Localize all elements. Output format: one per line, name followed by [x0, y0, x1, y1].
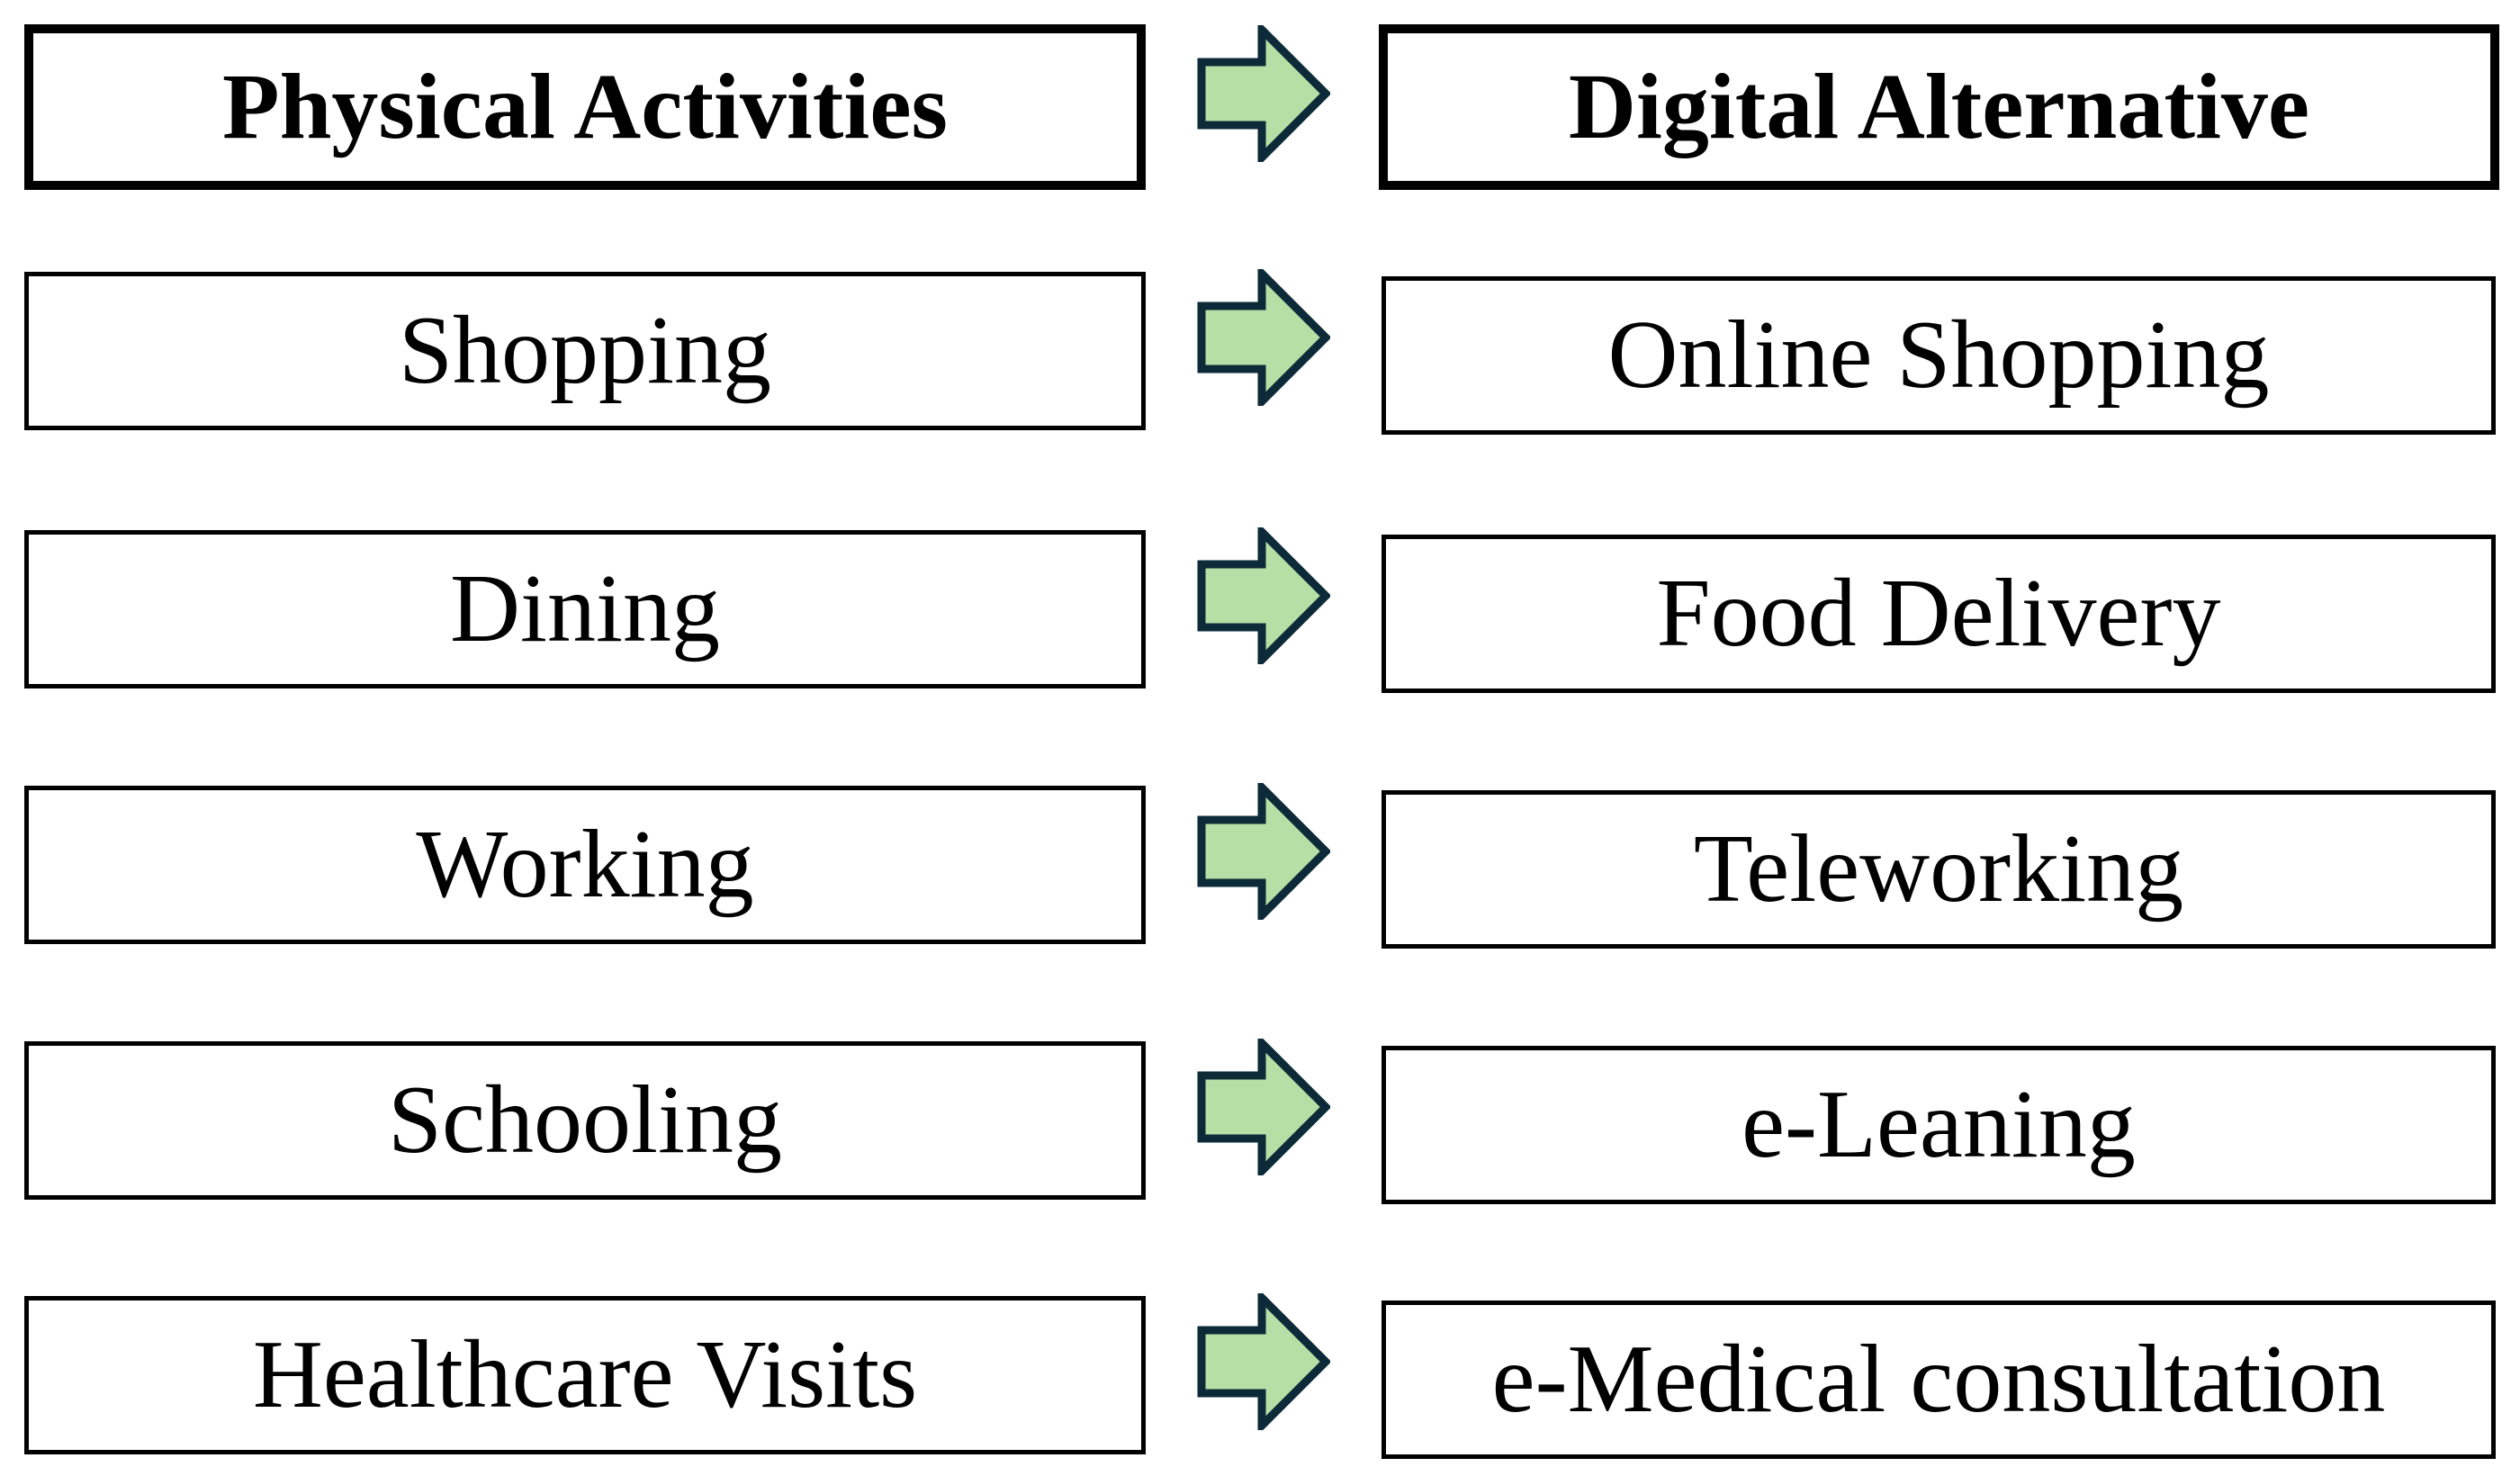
digital-alternative-box: Teleworking — [1382, 790, 2496, 949]
right-block-arrow-icon — [1197, 1039, 1330, 1175]
digital-alternative-box: Food Delivery — [1382, 535, 2496, 693]
physical-activities-header-label: Physical Activities — [222, 55, 948, 158]
right-block-arrow-icon — [1197, 25, 1330, 162]
physical-activity-label: Schooling — [387, 1066, 782, 1174]
arrow-cell — [1146, 783, 1382, 944]
physical-activity-box: Dining — [24, 530, 1146, 688]
right-block-arrow-icon — [1197, 269, 1330, 406]
header-arrow-cell — [1146, 24, 1382, 190]
activities-mapping-diagram: Physical Activities Digital Alternative … — [0, 24, 2520, 1476]
physical-activity-label: Working — [416, 811, 754, 918]
physical-activity-box: Shopping — [24, 272, 1146, 430]
right-block-arrow-icon — [1197, 527, 1330, 664]
row-working: Working Teleworking — [0, 783, 2520, 949]
row-schooling: Schooling e-Leaning — [0, 1039, 2520, 1204]
digital-alternative-header-label: Digital Alternative — [1568, 55, 2310, 158]
header-row: Physical Activities Digital Alternative — [0, 24, 2520, 190]
digital-alternative-label: Food Delivery — [1656, 560, 2221, 667]
digital-alternative-box: e-Medical consultation — [1382, 1300, 2496, 1459]
physical-activity-box: Working — [24, 786, 1146, 944]
physical-activity-label: Dining — [449, 555, 720, 662]
physical-activity-label: Healthcare Visits — [252, 1321, 918, 1428]
physical-activity-box: Healthcare Visits — [24, 1296, 1146, 1454]
right-block-arrow-icon — [1197, 783, 1330, 920]
arrow-cell — [1146, 527, 1382, 688]
row-healthcare-visits: Healthcare Visits e-Medical consultation — [0, 1293, 2520, 1459]
digital-alternative-label: e-Medical consultation — [1491, 1326, 2386, 1433]
digital-alternative-box: e-Leaning — [1382, 1046, 2496, 1204]
arrow-cell — [1146, 269, 1382, 430]
arrow-cell — [1146, 1039, 1382, 1200]
physical-activity-label: Shopping — [398, 297, 772, 404]
right-block-arrow-icon — [1197, 1293, 1330, 1430]
digital-alternative-header-box: Digital Alternative — [1379, 24, 2499, 190]
physical-activity-box: Schooling — [24, 1041, 1146, 1200]
digital-alternative-label: Teleworking — [1693, 815, 2184, 922]
arrow-cell — [1146, 1293, 1382, 1454]
row-dining: Dining Food Delivery — [0, 527, 2520, 693]
digital-alternative-box: Online Shopping — [1382, 276, 2496, 435]
row-shopping: Shopping Online Shopping — [0, 269, 2520, 435]
digital-alternative-label: Online Shopping — [1607, 302, 2270, 409]
physical-activities-header-box: Physical Activities — [24, 24, 1146, 190]
digital-alternative-label: e-Leaning — [1742, 1071, 2136, 1178]
